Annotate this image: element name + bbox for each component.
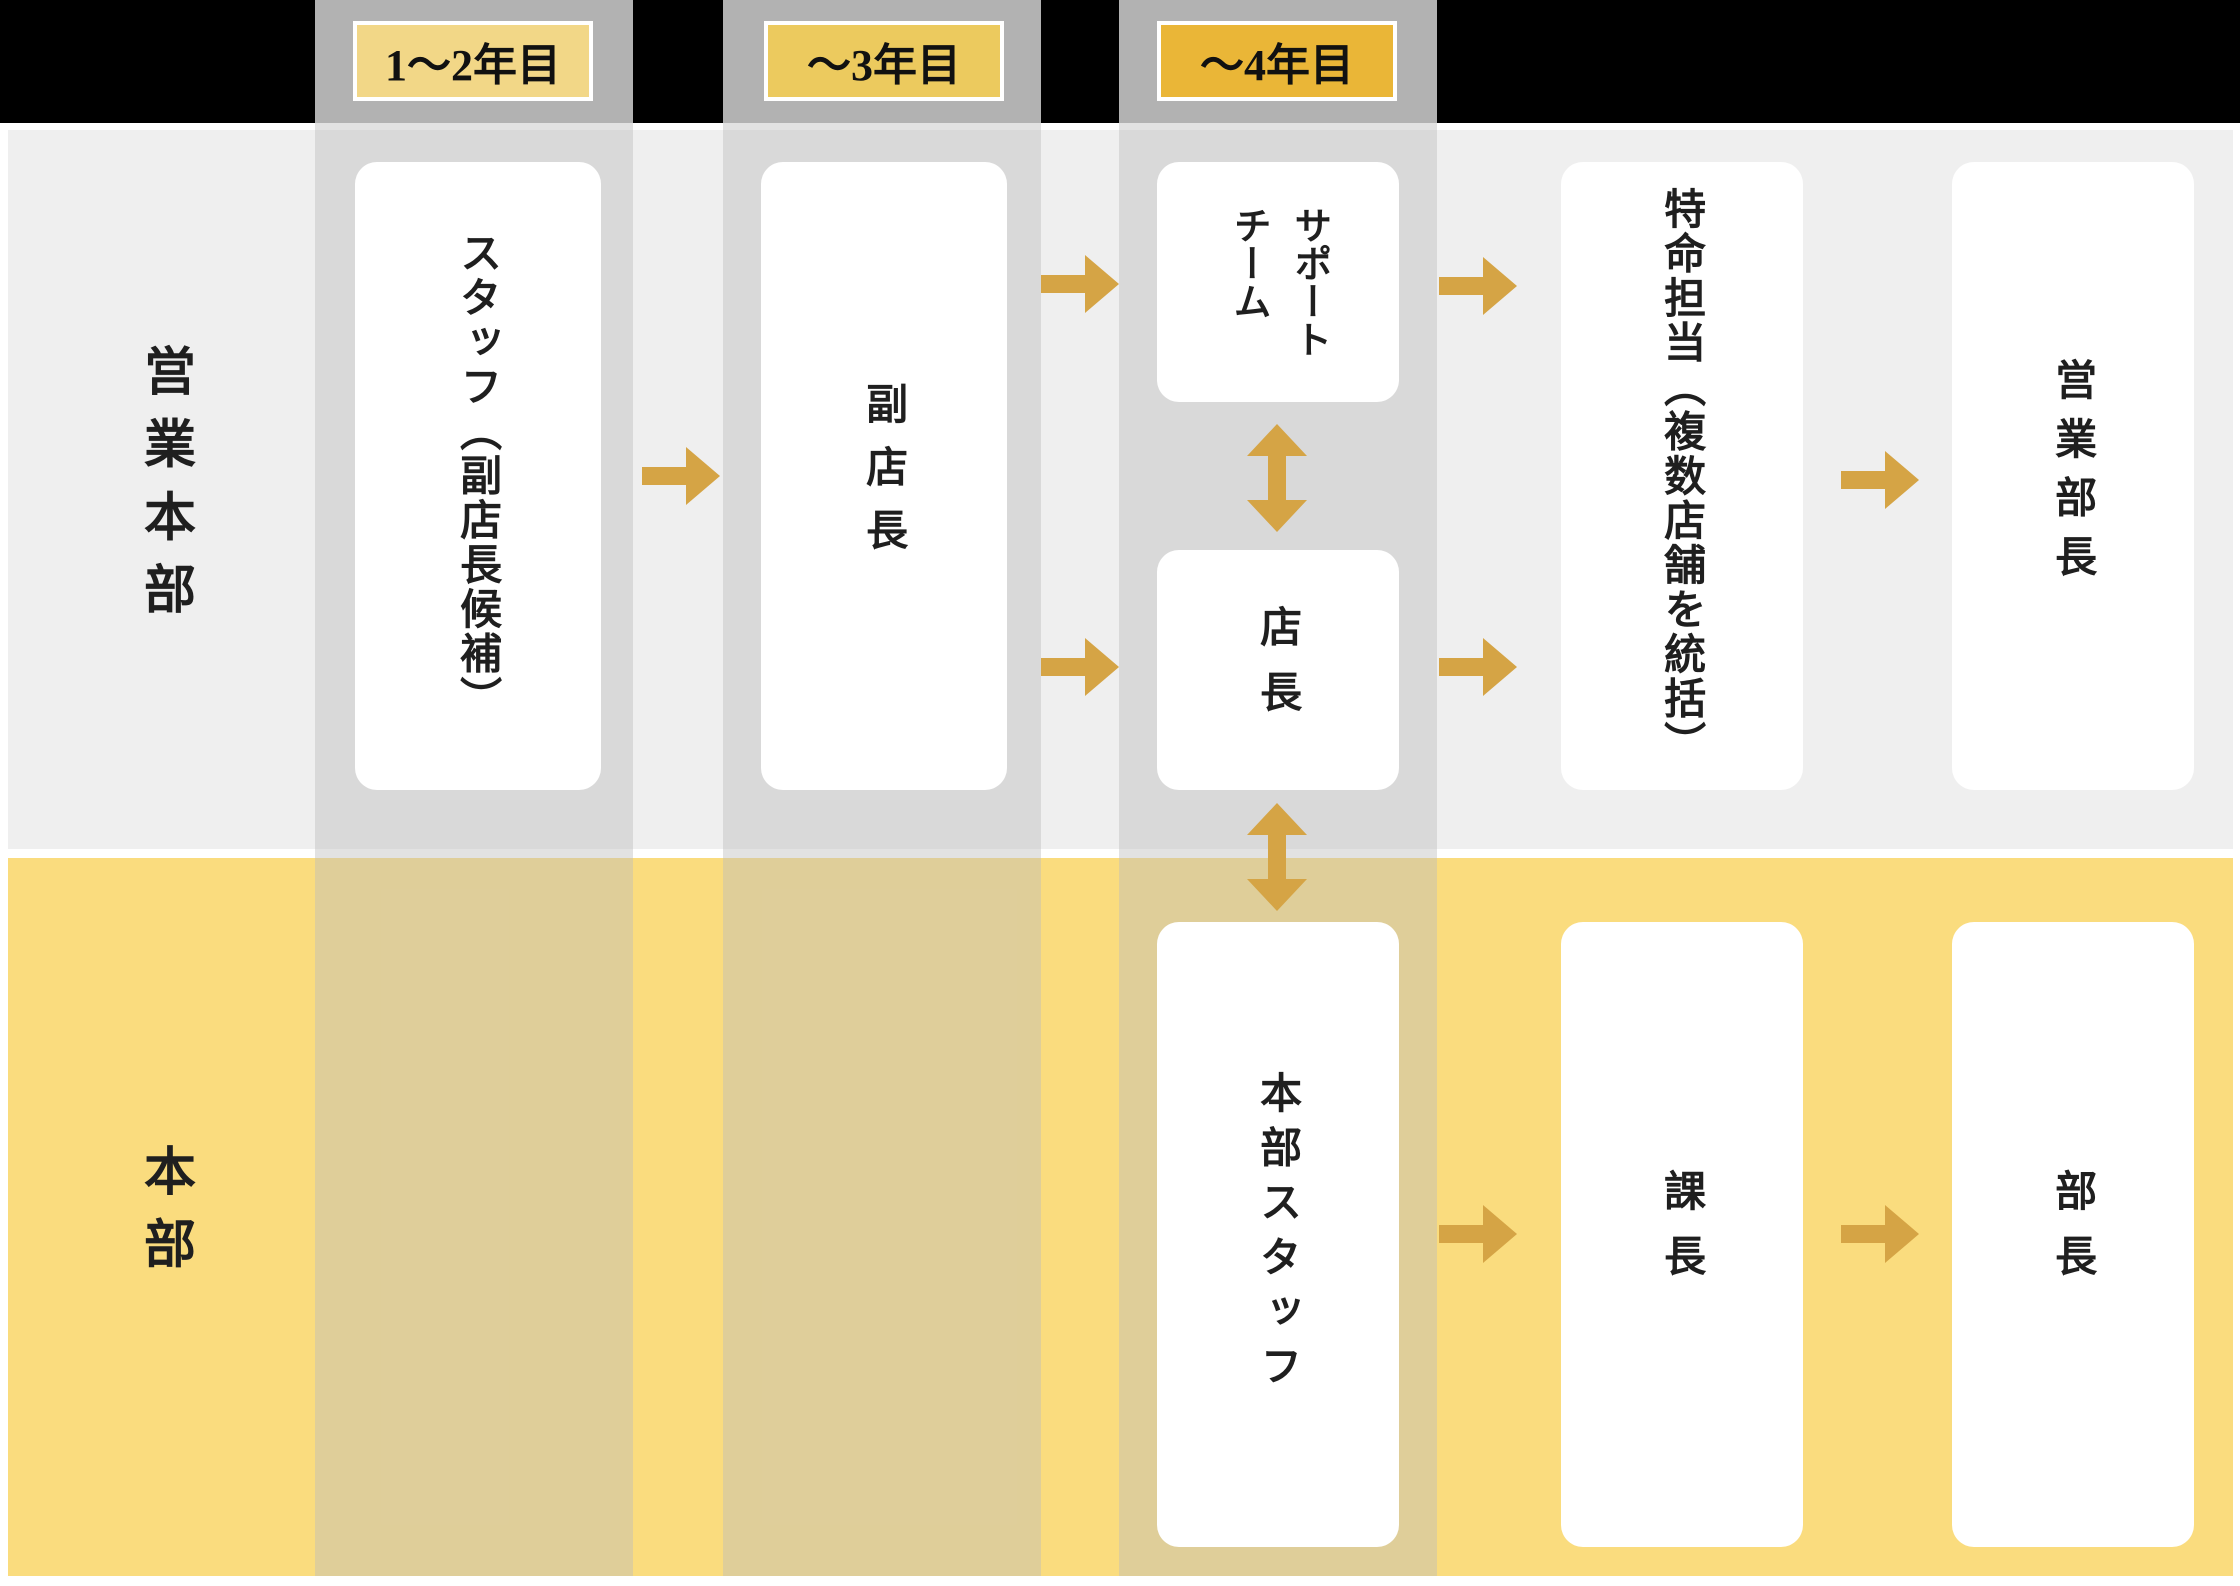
year-badge-1-2: 1～2年目 bbox=[353, 21, 593, 101]
arrow-store-manager-to-special-mission bbox=[1439, 638, 1517, 696]
band-headquarters bbox=[8, 858, 2233, 1576]
arrow-staff-to-deputy bbox=[642, 447, 720, 505]
arrow-special-mission-to-sales-general-manager bbox=[1841, 451, 1919, 509]
year-badge-label: ～4年目 bbox=[1200, 41, 1354, 90]
role-box-deputy-store-manager: 副店長 bbox=[761, 162, 1007, 790]
year-badge-3: ～3年目 bbox=[764, 21, 1004, 101]
role-box-hq-staff: 本部スタッフ bbox=[1157, 922, 1399, 1547]
role-box-store-manager: 店長 bbox=[1157, 550, 1399, 790]
role-box-staff: スタッフ（副店長候補） bbox=[355, 162, 601, 790]
double-arrow-store-manager-hq-staff bbox=[1247, 803, 1307, 911]
role-box-section-chief: 課長 bbox=[1561, 922, 1803, 1547]
year-badge-label: 1～2年目 bbox=[385, 41, 561, 90]
year-badge-4: ～4年目 bbox=[1157, 21, 1397, 101]
arrow-support-team-to-special-mission bbox=[1439, 257, 1517, 315]
arrow-deputy-to-support-team bbox=[1041, 255, 1119, 313]
double-arrow-support-team-store-manager bbox=[1247, 424, 1307, 532]
role-box-special-mission: 特命担当（複数店舗を統括） bbox=[1561, 162, 1803, 790]
year-badge-label: ～3年目 bbox=[807, 41, 961, 90]
band-label-sales-headquarters: 営業本部 bbox=[135, 343, 194, 636]
role-box-department-chief: 部長 bbox=[1952, 922, 2194, 1547]
role-box-sales-general-manager: 営業部長 bbox=[1952, 162, 2194, 790]
arrow-deputy-to-store-manager bbox=[1041, 638, 1119, 696]
arrow-section-chief-to-department-chief bbox=[1841, 1205, 1919, 1263]
arrow-hq-staff-to-section-chief bbox=[1439, 1205, 1517, 1263]
role-box-support-team: サポート チーム bbox=[1157, 162, 1399, 402]
band-label-headquarters: 本部 bbox=[135, 1144, 194, 1290]
